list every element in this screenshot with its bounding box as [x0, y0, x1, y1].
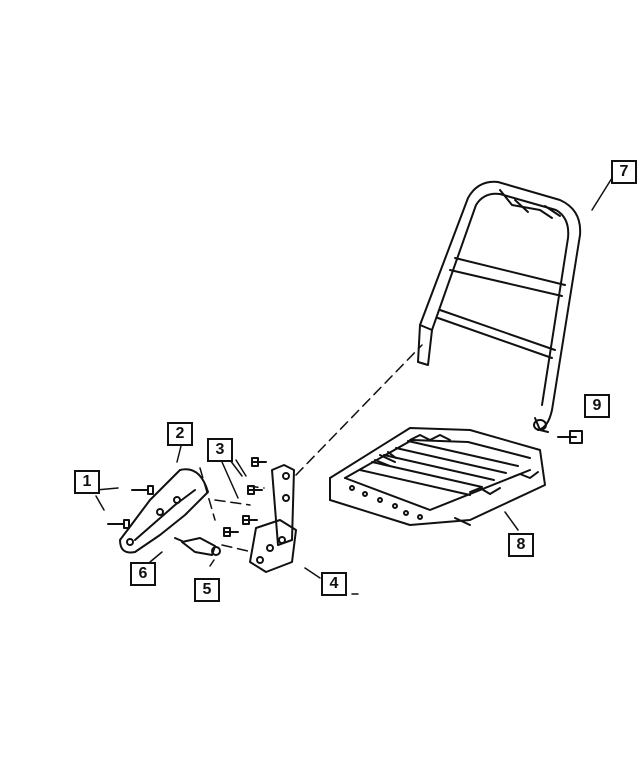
side-shield	[119, 468, 209, 554]
callout-4: 4	[321, 572, 347, 596]
callout-7: 7	[611, 160, 637, 184]
callout-3: 3	[207, 438, 233, 462]
seat-cushion-frame	[329, 427, 546, 526]
callout-5: 5	[194, 578, 220, 602]
callout-1: 1	[74, 470, 100, 494]
callout-8: 8	[508, 533, 534, 557]
alignment-lines	[199, 344, 423, 595]
callout-9: 9	[584, 394, 610, 418]
recliner-assembly	[249, 464, 297, 573]
seat-back-frame	[417, 180, 582, 433]
recliner-handle	[174, 537, 221, 556]
callout-6: 6	[130, 562, 156, 586]
callout-2: 2	[167, 422, 193, 446]
leader-lines	[95, 177, 613, 579]
